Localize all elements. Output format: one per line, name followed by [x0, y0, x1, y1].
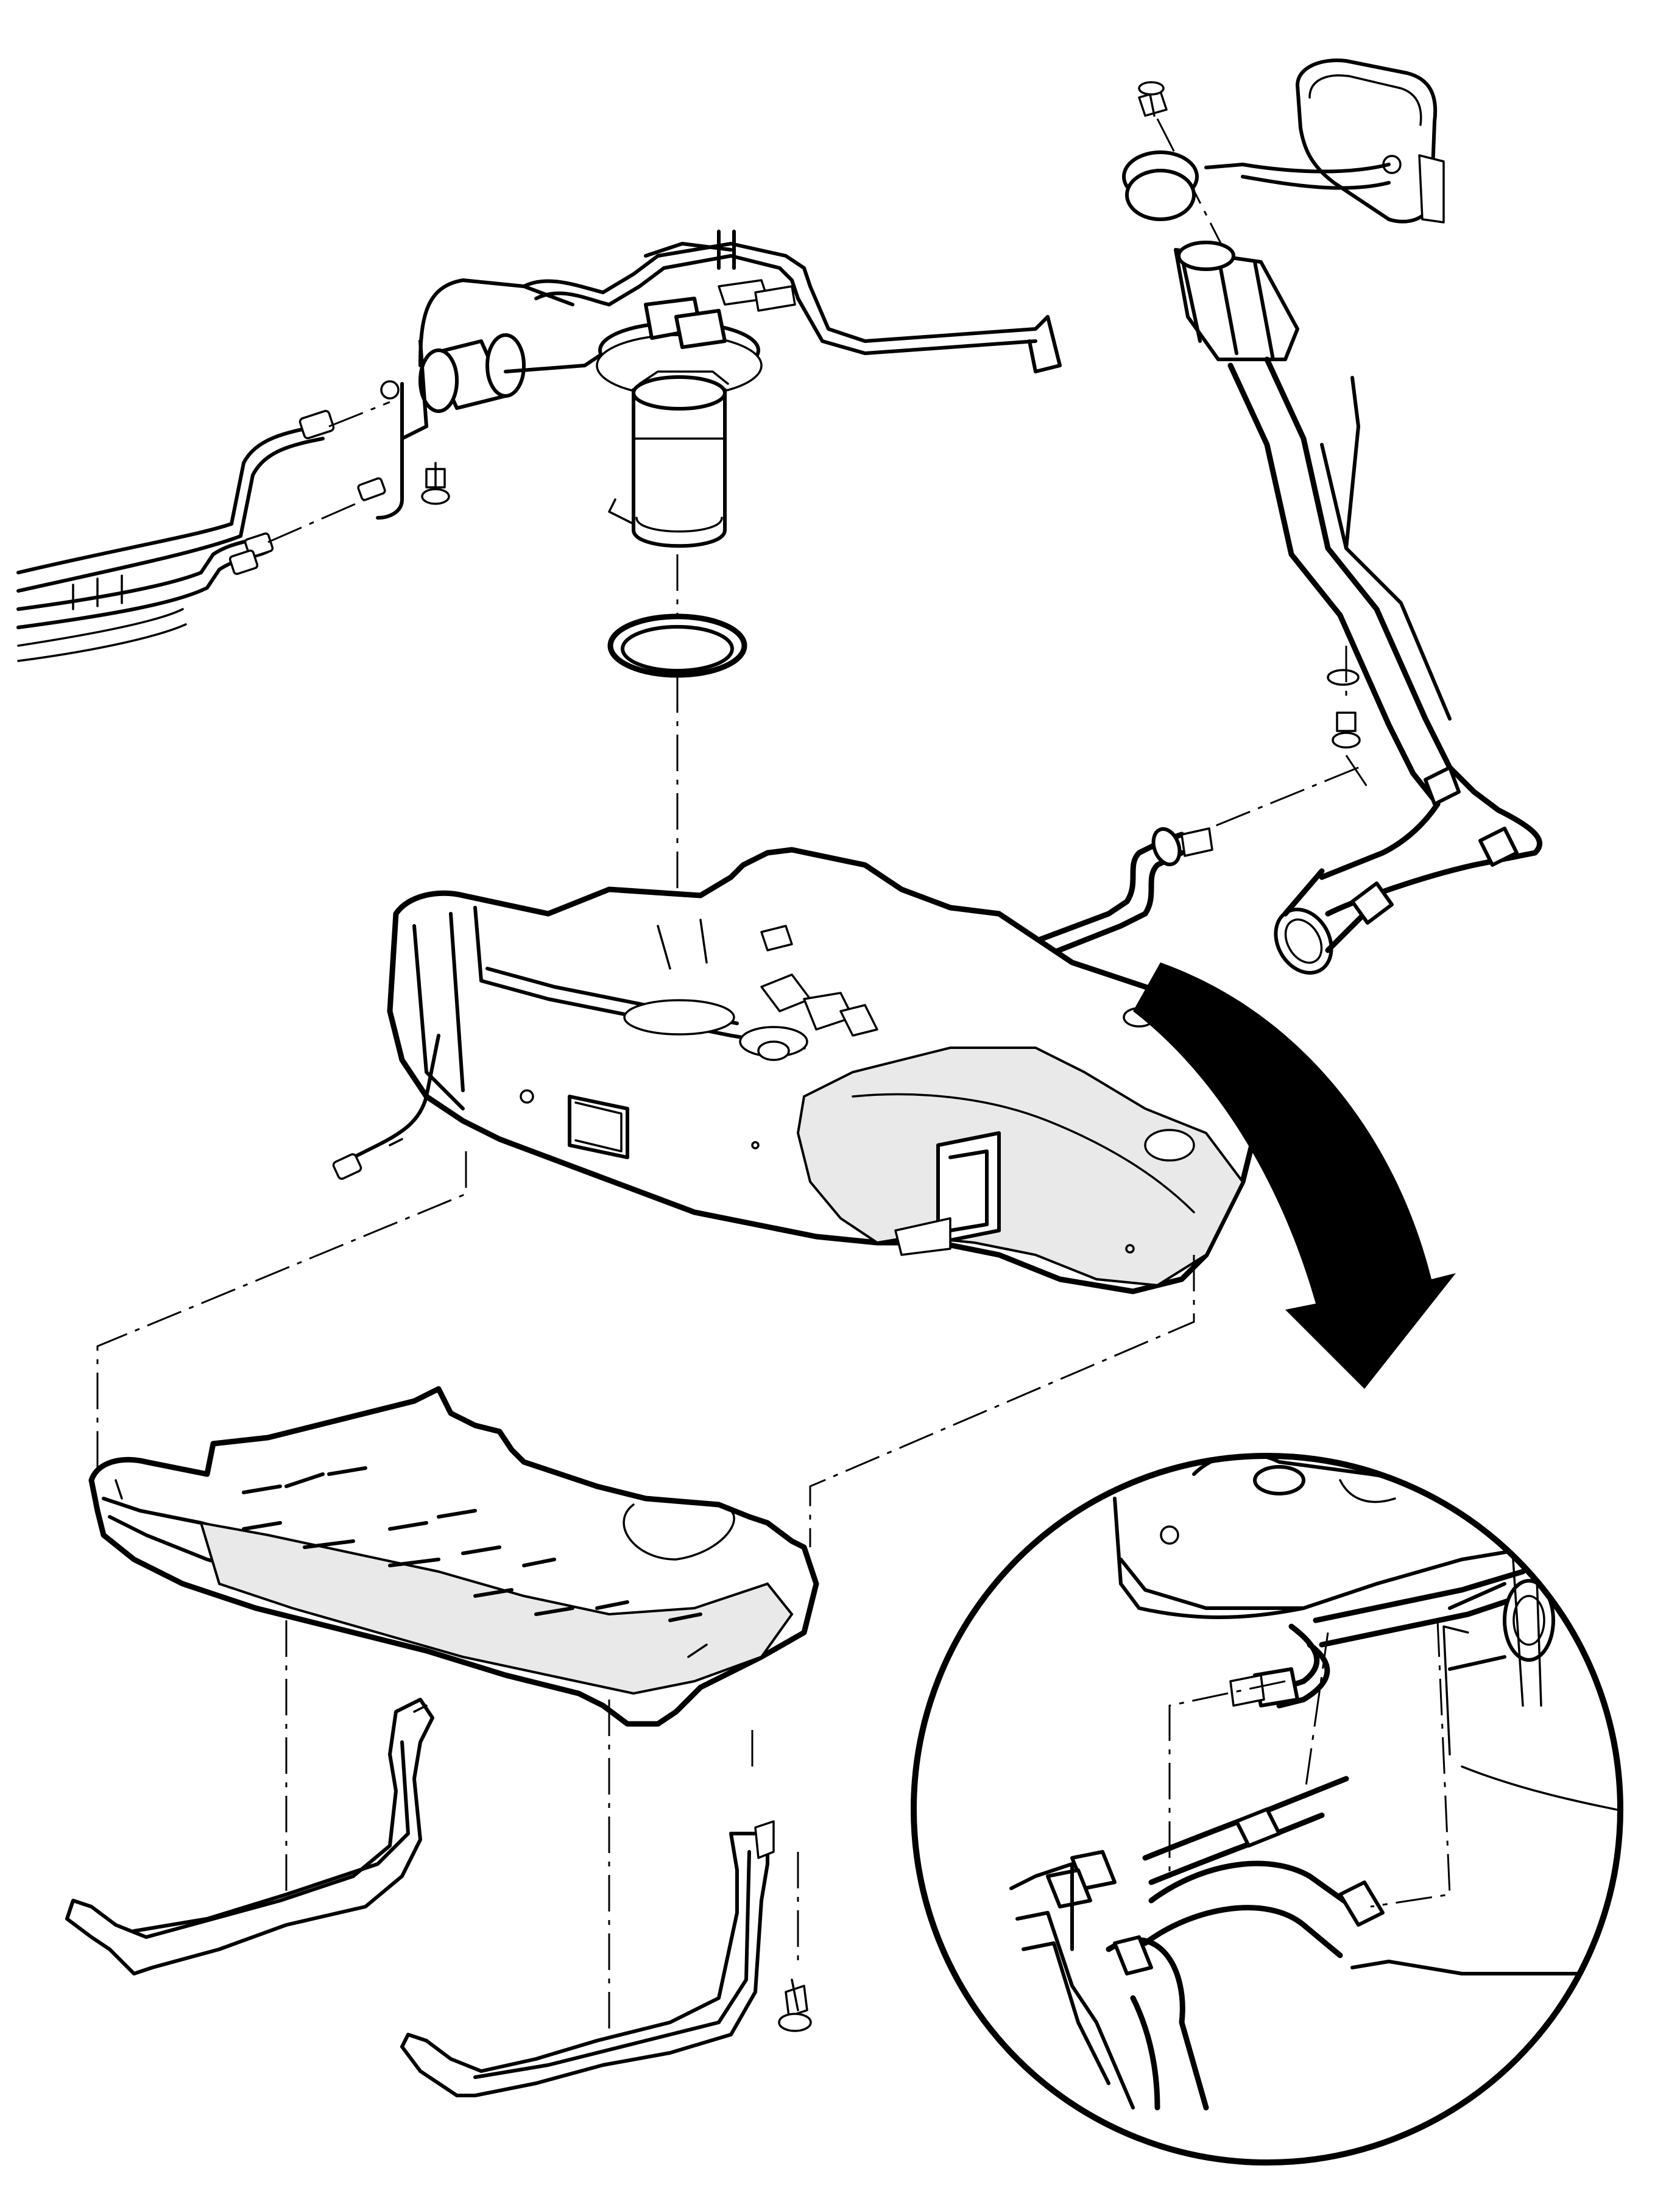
fuel-tank-strap-left: [65, 1698, 434, 1975]
detail-view-hose-connections: [911, 1453, 1623, 2166]
fuel-tank-shield: [88, 1386, 819, 1727]
tank-wiring-harness: [332, 1034, 440, 1180]
fuel-filler-pipe: [1122, 150, 1542, 975]
fuel-vent-hose: [807, 827, 1213, 1051]
fuel-filter: [376, 278, 623, 520]
strap-bolt: [778, 1852, 812, 2032]
tank-to-shield-leaders: [96, 1151, 1195, 1547]
detail-view-arrow: [1133, 962, 1456, 1389]
fuel-tank-strap-right: [400, 1820, 775, 2097]
fuel-filler-door: [1204, 58, 1445, 224]
fuel-pump-seal-ring: [607, 613, 747, 678]
filter-bracket-bolt: [357, 462, 450, 505]
fuel-feed-lines: [16, 401, 390, 662]
fuel-pump-module: [522, 230, 1062, 548]
filler-cap-bolt: [1138, 81, 1244, 287]
fuel-tank: [387, 847, 1270, 1294]
